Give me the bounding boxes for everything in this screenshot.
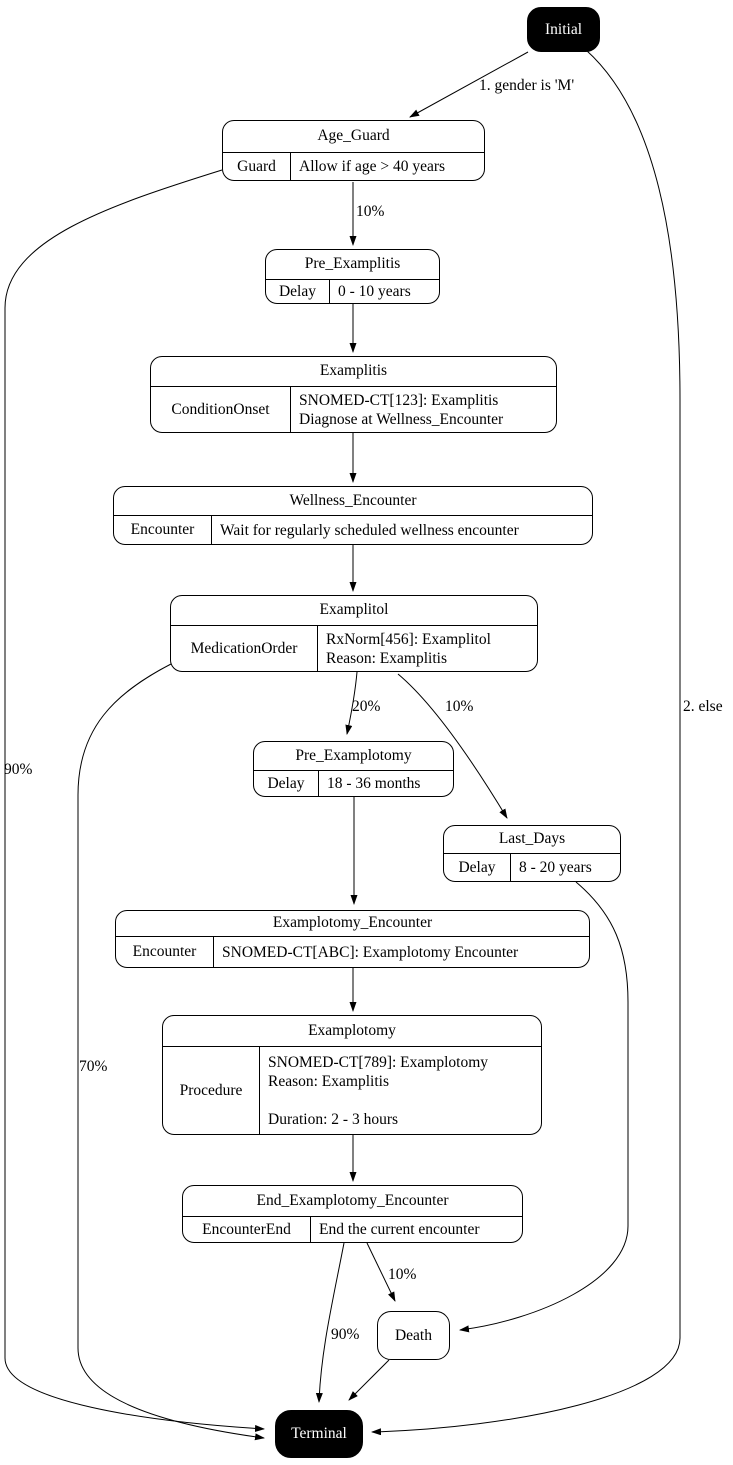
edge-initial-to-terminal xyxy=(371,49,681,1436)
state-title: Examplitis xyxy=(151,357,556,387)
state-node-examplotomy: Examplotomy Procedure SNOMED-CT[789]: Ex… xyxy=(162,1015,542,1135)
state-type-cell: Delay xyxy=(266,280,330,303)
state-type-cell: EncounterEnd xyxy=(183,1217,311,1242)
edge-examplitol-to-last-days xyxy=(397,673,508,819)
state-node-death: Death xyxy=(377,1311,450,1360)
state-title: Pre_Examplitis xyxy=(266,250,439,280)
state-title: End_Examplotomy_Encounter xyxy=(183,1186,522,1217)
state-title: Wellness_Encounter xyxy=(114,487,592,516)
state-type-cell: Guard xyxy=(223,153,291,180)
state-label: Death xyxy=(394,1326,432,1344)
edge-examplitol-to-terminal xyxy=(77,663,265,1441)
state-detail-cell: 8 - 20 years xyxy=(519,859,592,876)
state-detail-cell: End the current encounter xyxy=(319,1221,480,1238)
edge-label-end-10pct: 10% xyxy=(388,1266,417,1283)
state-node-pre-examplotomy: Pre_Examplotomy Delay 18 - 36 months xyxy=(253,741,454,797)
edge-label-else-condition: 2. else xyxy=(683,698,723,715)
state-label: Initial xyxy=(544,20,583,38)
state-title: Age_Guard xyxy=(223,121,484,153)
state-type-cell: Procedure xyxy=(163,1047,260,1134)
state-node-end-examplotomy-encounter: End_Examplotomy_Encounter EncounterEnd E… xyxy=(182,1185,523,1243)
state-node-age-guard: Age_Guard Guard Allow if age > 40 years xyxy=(222,120,485,181)
edge-age-guard-to-terminal xyxy=(4,169,265,1432)
state-type-cell: Encounter xyxy=(114,516,212,544)
state-node-terminal: Terminal xyxy=(275,1410,363,1458)
state-node-wellness-encounter: Wellness_Encounter Encounter Wait for re… xyxy=(113,486,593,545)
state-node-examplotomy-encounter: Examplotomy_Encounter Encounter SNOMED-C… xyxy=(115,910,590,968)
state-type-cell: ConditionOnset xyxy=(151,387,291,432)
state-title: Examplitol xyxy=(171,596,537,626)
edge-label-guard-90pct: 90% xyxy=(4,761,33,778)
edge-label-guard-10pct: 10% xyxy=(356,203,385,220)
state-detail-cell: SNOMED-CT[789]: Examplotomy Reason: Exam… xyxy=(268,1053,488,1128)
state-type-cell: Encounter xyxy=(116,937,214,967)
state-type-cell: Delay xyxy=(444,854,511,881)
edge-examplitol-to-pre-examplotomy xyxy=(345,671,358,735)
edge-end-encounter-to-death xyxy=(366,1242,396,1302)
state-node-examplitis: Examplitis ConditionOnset SNOMED-CT[123]… xyxy=(150,356,557,433)
state-label: Terminal xyxy=(291,1425,347,1442)
state-node-last-days: Last_Days Delay 8 - 20 years xyxy=(443,825,621,882)
state-detail-cell: 18 - 36 months xyxy=(327,775,421,792)
edge-initial-to-age-guard xyxy=(409,51,529,118)
edge-label-med-70pct: 70% xyxy=(79,1058,108,1075)
edge-label-gender-condition: 1. gender is 'M' xyxy=(479,77,575,94)
state-type-cell: Delay xyxy=(254,771,319,796)
state-detail-cell: 0 - 10 years xyxy=(338,283,411,300)
state-detail-cell: SNOMED-CT[123]: Examplitis Diagnose at W… xyxy=(299,391,504,428)
state-detail-cell: RxNorm[456]: Examplitol Reason: Examplit… xyxy=(326,630,491,667)
edge-label-end-90pct: 90% xyxy=(331,1326,360,1343)
state-title: Pre_Examplotomy xyxy=(254,742,453,771)
state-node-examplitol: Examplitol MedicationOrder RxNorm[456]: … xyxy=(170,595,538,672)
edge-label-med-20pct: 20% xyxy=(352,698,381,715)
state-node-pre-examplitis: Pre_Examplitis Delay 0 - 10 years xyxy=(265,249,440,304)
state-node-initial: Initial xyxy=(527,7,600,52)
edge-last-days-to-death xyxy=(459,881,629,1333)
edge-label-med-10pct: 10% xyxy=(445,698,474,715)
state-title: Examplotomy xyxy=(163,1016,541,1047)
edge-end-encounter-to-terminal xyxy=(315,1242,345,1403)
state-title: Last_Days xyxy=(444,826,620,854)
state-detail-cell: SNOMED-CT[ABC]: Examplotomy Encounter xyxy=(222,943,519,961)
state-title: Examplotomy_Encounter xyxy=(116,911,589,937)
state-detail-cell: Wait for regularly scheduled wellness en… xyxy=(220,521,519,539)
state-detail-cell: Allow if age > 40 years xyxy=(299,158,446,175)
state-type-cell: MedicationOrder xyxy=(171,626,318,671)
edge-death-to-terminal xyxy=(348,1359,390,1401)
